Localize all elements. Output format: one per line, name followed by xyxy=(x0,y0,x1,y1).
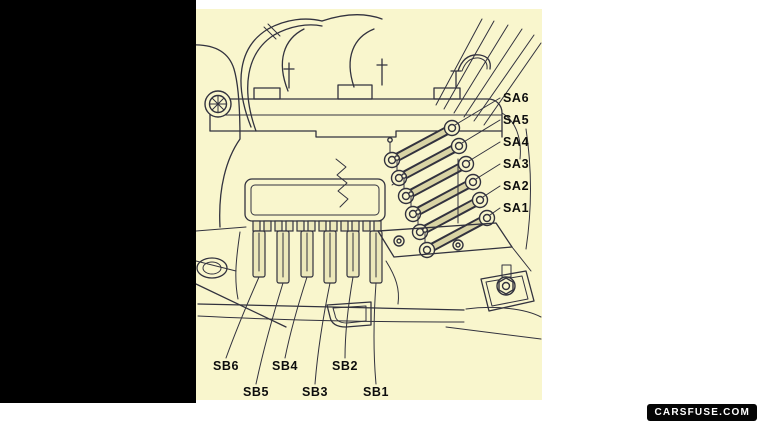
fuse-bar-core xyxy=(421,199,479,233)
fuse-left-bolt-inner xyxy=(422,245,432,255)
label-sb5: SB5 xyxy=(243,385,269,399)
sb-connector-block xyxy=(244,154,449,284)
label-sb6: SB6 xyxy=(213,359,239,373)
fuse-stud-cap xyxy=(387,137,393,143)
label-sa2: SA2 xyxy=(503,179,529,193)
label-sb2: SB2 xyxy=(332,359,358,373)
fuse-stud-cap xyxy=(401,173,407,179)
sb-leader-line xyxy=(284,276,308,359)
fuse-right-bolt-inner xyxy=(447,123,457,133)
label-sa5: SA5 xyxy=(503,113,529,127)
label-sb3: SB3 xyxy=(302,385,328,399)
battery-terminal xyxy=(480,264,535,312)
label-sa6: SA6 xyxy=(503,91,529,105)
cable-lines xyxy=(435,18,542,126)
sa-leader-line xyxy=(482,185,501,198)
sa-leader-line xyxy=(454,97,501,126)
left-letterbox-panel xyxy=(0,0,196,403)
fuse-stud-cap xyxy=(394,155,400,161)
sa-leader-line xyxy=(468,141,501,162)
sb-leader-line xyxy=(373,282,377,385)
sa-leader-line xyxy=(461,119,501,144)
fuse-right-bolt-inner xyxy=(475,195,485,205)
fuse-bar-core xyxy=(400,145,458,179)
fuse-right-bolt-inner xyxy=(454,141,464,151)
lower-panel-lines xyxy=(196,128,542,340)
sb-block-teeth xyxy=(252,220,382,232)
fender-and-bolt xyxy=(196,44,247,232)
fuse-right-bolt-inner xyxy=(468,177,478,187)
sb-leader-line xyxy=(314,282,331,385)
label-sa4: SA4 xyxy=(503,135,529,149)
label-sa1: SA1 xyxy=(503,201,529,215)
engine-bracket xyxy=(209,58,521,160)
fuse-bar-core xyxy=(407,163,465,197)
fuse-stud-cap xyxy=(415,209,421,215)
watermark-badge: CARSFUSE.COM xyxy=(647,404,757,421)
fuse-stud-cap xyxy=(408,191,414,197)
sb-leader-line xyxy=(344,276,354,359)
label-sb1: SB1 xyxy=(363,385,389,399)
fuse-right-bolt-inner xyxy=(482,213,492,223)
sb-leader-line xyxy=(255,282,284,385)
sa-leader-line xyxy=(489,207,501,216)
sb-leader-line xyxy=(225,276,260,359)
fuse-bar-core xyxy=(414,181,472,215)
sa-fuse-row xyxy=(383,119,496,259)
fuse-bar-core xyxy=(393,127,451,161)
fuse-base-plate xyxy=(377,222,532,272)
label-sb4: SB4 xyxy=(272,359,298,373)
label-sa3: SA3 xyxy=(503,157,529,171)
fuse-right-bolt-inner xyxy=(461,159,471,169)
sb-terminals xyxy=(252,230,383,284)
sa-leader-line xyxy=(475,163,501,180)
leader-lines xyxy=(225,97,501,385)
hose-lines xyxy=(240,14,383,132)
watermark-text: CARSFUSE.COM xyxy=(654,407,750,418)
